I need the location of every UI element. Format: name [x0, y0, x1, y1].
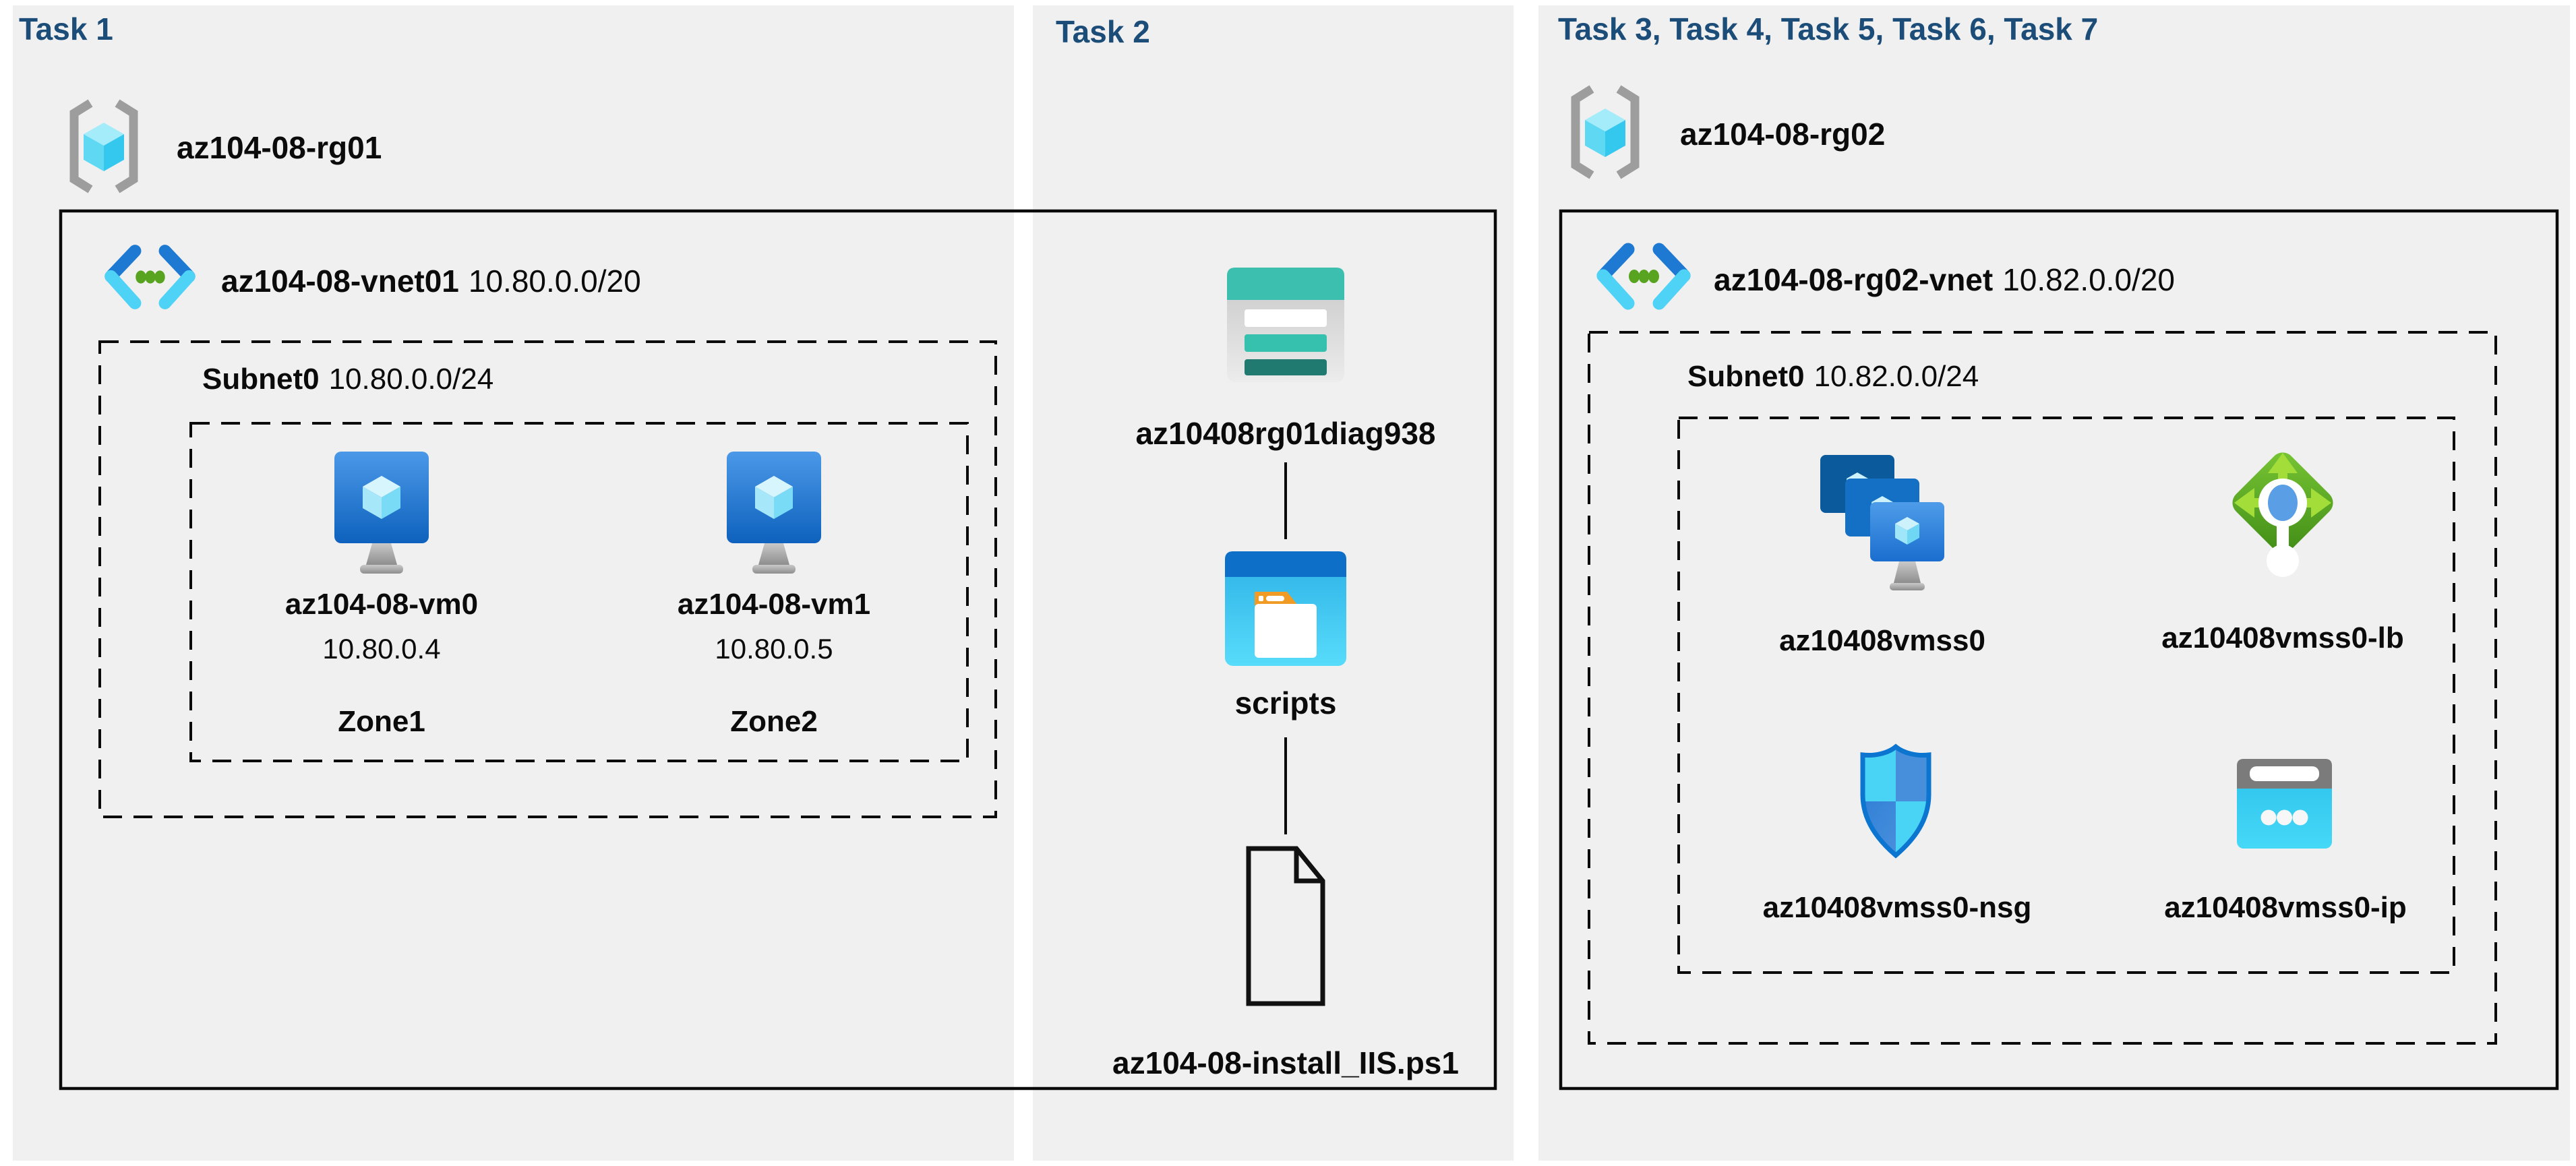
subnet0-rg02-name: Subnet0	[1687, 360, 1805, 393]
subnet0-rg02-cidr: 10.82.0.0/24	[1814, 360, 1979, 393]
rg02-vnet-cidr: 10.82.0.0/20	[2002, 262, 2175, 297]
task2-title: Task 2	[1056, 14, 1150, 49]
load-balancer-icon	[2222, 445, 2343, 588]
panel-task3	[1538, 5, 2570, 1161]
vnet01-cidr: 10.80.0.0/20	[468, 264, 641, 299]
file-document-icon	[1244, 844, 1327, 1008]
vm0-ip: 10.80.0.4	[322, 633, 441, 665]
container-label: scripts	[1234, 685, 1337, 720]
nsg-label: az10408vmss0-nsg	[1762, 891, 2032, 924]
task3-title: Task 3, Task 4, Task 5, Task 6, Task 7	[1558, 11, 2099, 47]
virtual-network-icon	[101, 241, 199, 313]
vm-scale-set-icon	[1820, 455, 1945, 603]
script-file-label: az104-08-install_IIS.ps1	[1112, 1045, 1459, 1080]
virtual-machine-icon	[333, 450, 430, 578]
public-ip-label: az10408vmss0-ip	[2164, 891, 2407, 924]
storage-account-icon	[1227, 268, 1344, 382]
public-ip-icon	[2237, 759, 2332, 849]
blob-container-icon	[1225, 551, 1346, 666]
virtual-machine-icon	[725, 450, 822, 578]
rg02-label: az104-08-rg02	[1680, 117, 1886, 152]
subnet0-rg02-label: Subnet0 10.82.0.0/24	[1687, 360, 1979, 394]
rg01-label: az104-08-rg01	[177, 130, 382, 165]
vm1-zone: Zone2	[730, 705, 818, 738]
network-security-group-icon	[1855, 743, 1936, 859]
vnet01-name: az104-08-vnet01	[221, 264, 459, 299]
vm0-zone: Zone1	[338, 705, 425, 738]
vm1-ip: 10.80.0.5	[715, 633, 833, 665]
panel-task1	[13, 5, 1014, 1161]
vm0-name: az104-08-vm0	[284, 588, 479, 621]
vm1-name: az104-08-vm1	[677, 588, 871, 621]
resource-group-icon	[1561, 84, 1650, 180]
vnet01-label: az104-08-vnet01 10.80.0.0/20	[221, 263, 641, 299]
subnet0-rg01-name: Subnet0	[202, 363, 320, 396]
subnet0-rg01-cidr: 10.80.0.0/24	[328, 363, 494, 396]
vmss-label: az10408vmss0	[1779, 624, 1985, 657]
resource-group-icon	[59, 98, 148, 194]
task1-title: Task 1	[19, 11, 113, 47]
virtual-network-icon	[1593, 240, 1694, 313]
rg02-vnet-name: az104-08-rg02-vnet	[1714, 262, 1994, 297]
storage-account-label: az10408rg01diag938	[1135, 416, 1436, 451]
load-balancer-label: az10408vmss0-lb	[2161, 621, 2404, 654]
